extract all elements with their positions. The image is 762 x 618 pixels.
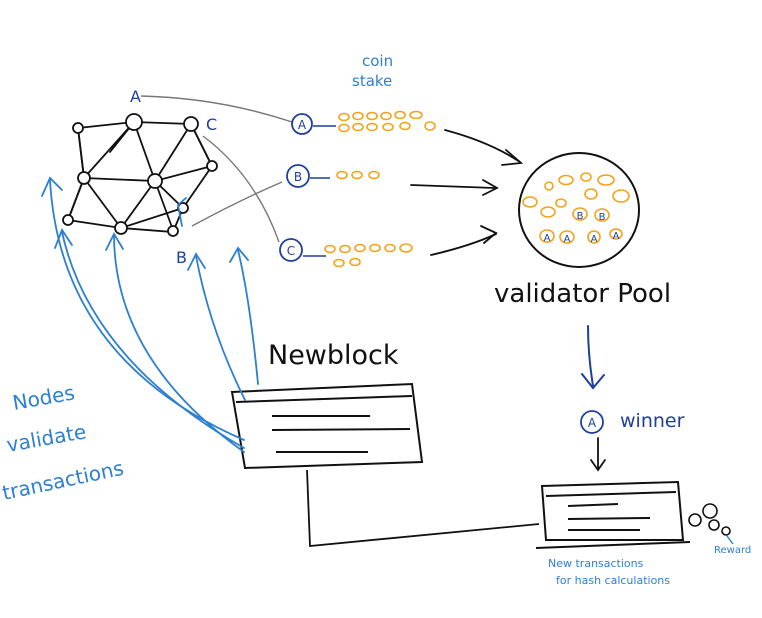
coin-icon <box>580 172 592 182</box>
winner-label: winner <box>620 410 685 432</box>
coin-icon <box>352 122 364 132</box>
pool-coins <box>522 172 630 244</box>
stake-arrows <box>410 129 524 256</box>
coin-icon <box>338 112 350 122</box>
coin-icon <box>609 228 623 240</box>
node-circle <box>167 225 179 237</box>
coin-icon <box>612 189 630 203</box>
nodes-label-line3: transactions <box>0 456 126 505</box>
coin-stake-label-line2: stake <box>352 72 392 90</box>
pool-to-winner-arrow <box>581 325 605 390</box>
coin-icon <box>380 111 392 121</box>
new-transactions-line2: for hash calculations <box>556 574 670 587</box>
winner: A winner <box>580 410 685 434</box>
staker-c: C <box>279 238 326 262</box>
nodes-label-line2: validate <box>5 419 88 457</box>
staker-a-letter: A <box>298 118 307 132</box>
coin-icon <box>572 207 588 221</box>
coin-icon <box>544 181 554 191</box>
coin-icon <box>333 258 345 268</box>
coin-icon <box>584 188 598 200</box>
node-circle <box>72 122 84 134</box>
node-label-b: B <box>176 248 187 267</box>
coin-icon <box>324 244 336 254</box>
validator-pool-label: validator Pool <box>494 279 671 309</box>
winner-badge-letter: A <box>588 416 597 430</box>
coin-icon <box>555 198 567 208</box>
coin-icon <box>702 503 718 519</box>
coin-icon <box>399 243 413 253</box>
coin-icon <box>349 257 361 267</box>
node-label-a: A <box>130 87 141 106</box>
node-circle <box>114 221 128 235</box>
coin-icon <box>721 526 731 536</box>
staker-b-badge <box>286 164 310 188</box>
validation-arrows <box>41 176 259 453</box>
validator-pool: B B A A A A <box>518 152 640 268</box>
coin-icon <box>382 122 394 132</box>
staker-b-letter: B <box>294 170 302 184</box>
coin-icon <box>688 513 702 527</box>
reward-pointer <box>726 535 734 545</box>
staker-c-letter: C <box>287 244 295 258</box>
node-circle <box>77 171 91 185</box>
coin-icon <box>424 121 436 131</box>
node-circle <box>206 160 218 172</box>
coin-icon <box>559 230 575 244</box>
staker-a: A <box>291 113 336 135</box>
staker-b: B <box>286 164 330 188</box>
winner-badge <box>580 410 604 434</box>
pool-token: A <box>564 234 571 245</box>
network-nodes <box>62 113 218 237</box>
pool-token: B <box>577 211 584 222</box>
node-circle <box>62 214 74 226</box>
pool-token: A <box>544 233 551 244</box>
new-block <box>230 382 424 470</box>
coin-stake-label-line1: coin <box>362 52 393 70</box>
coin-icon <box>587 230 601 244</box>
winner-block <box>535 480 691 549</box>
new-block-title: Newblock <box>268 340 399 371</box>
node-label-c: C <box>206 115 217 134</box>
node-circle <box>147 173 163 189</box>
staker-links <box>140 95 293 243</box>
coin-icon <box>338 123 350 133</box>
pool-token: A <box>591 234 598 245</box>
coin-icon <box>351 170 363 180</box>
node-circle <box>125 113 143 131</box>
coin-icon <box>352 111 364 121</box>
coin-icon <box>399 121 411 131</box>
coin-icon <box>394 110 406 120</box>
coin-icon <box>522 196 538 208</box>
coin-icon <box>339 244 351 254</box>
new-transactions-line1: New transactions <box>548 557 644 570</box>
pool-token: A <box>613 231 620 242</box>
coin-icon <box>366 111 378 121</box>
node-circle <box>183 116 199 132</box>
coin-icon <box>366 122 378 132</box>
winner-to-block-arrow <box>590 437 606 472</box>
pool-circle <box>518 152 640 268</box>
coin-icon <box>539 229 555 243</box>
reward-label: Reward <box>714 545 751 556</box>
coin-icon <box>540 206 556 218</box>
coin-icon <box>368 170 380 180</box>
coin-icon <box>597 174 615 186</box>
staker-c-badge <box>279 238 303 262</box>
stake-coins <box>324 110 436 268</box>
staker-a-badge <box>291 113 313 135</box>
coin-icon <box>336 170 348 180</box>
coin-icon <box>708 519 720 531</box>
coin-icon <box>558 174 574 186</box>
coin-icon <box>409 110 423 120</box>
reward-coins <box>688 503 731 536</box>
block-connector <box>306 469 540 547</box>
coin-icon <box>369 243 381 253</box>
pool-token: B <box>599 212 606 223</box>
coin-icon <box>354 243 366 253</box>
nodes-label-line1: Nodes <box>11 380 77 415</box>
coin-icon <box>594 208 610 222</box>
coin-icon <box>384 243 396 253</box>
